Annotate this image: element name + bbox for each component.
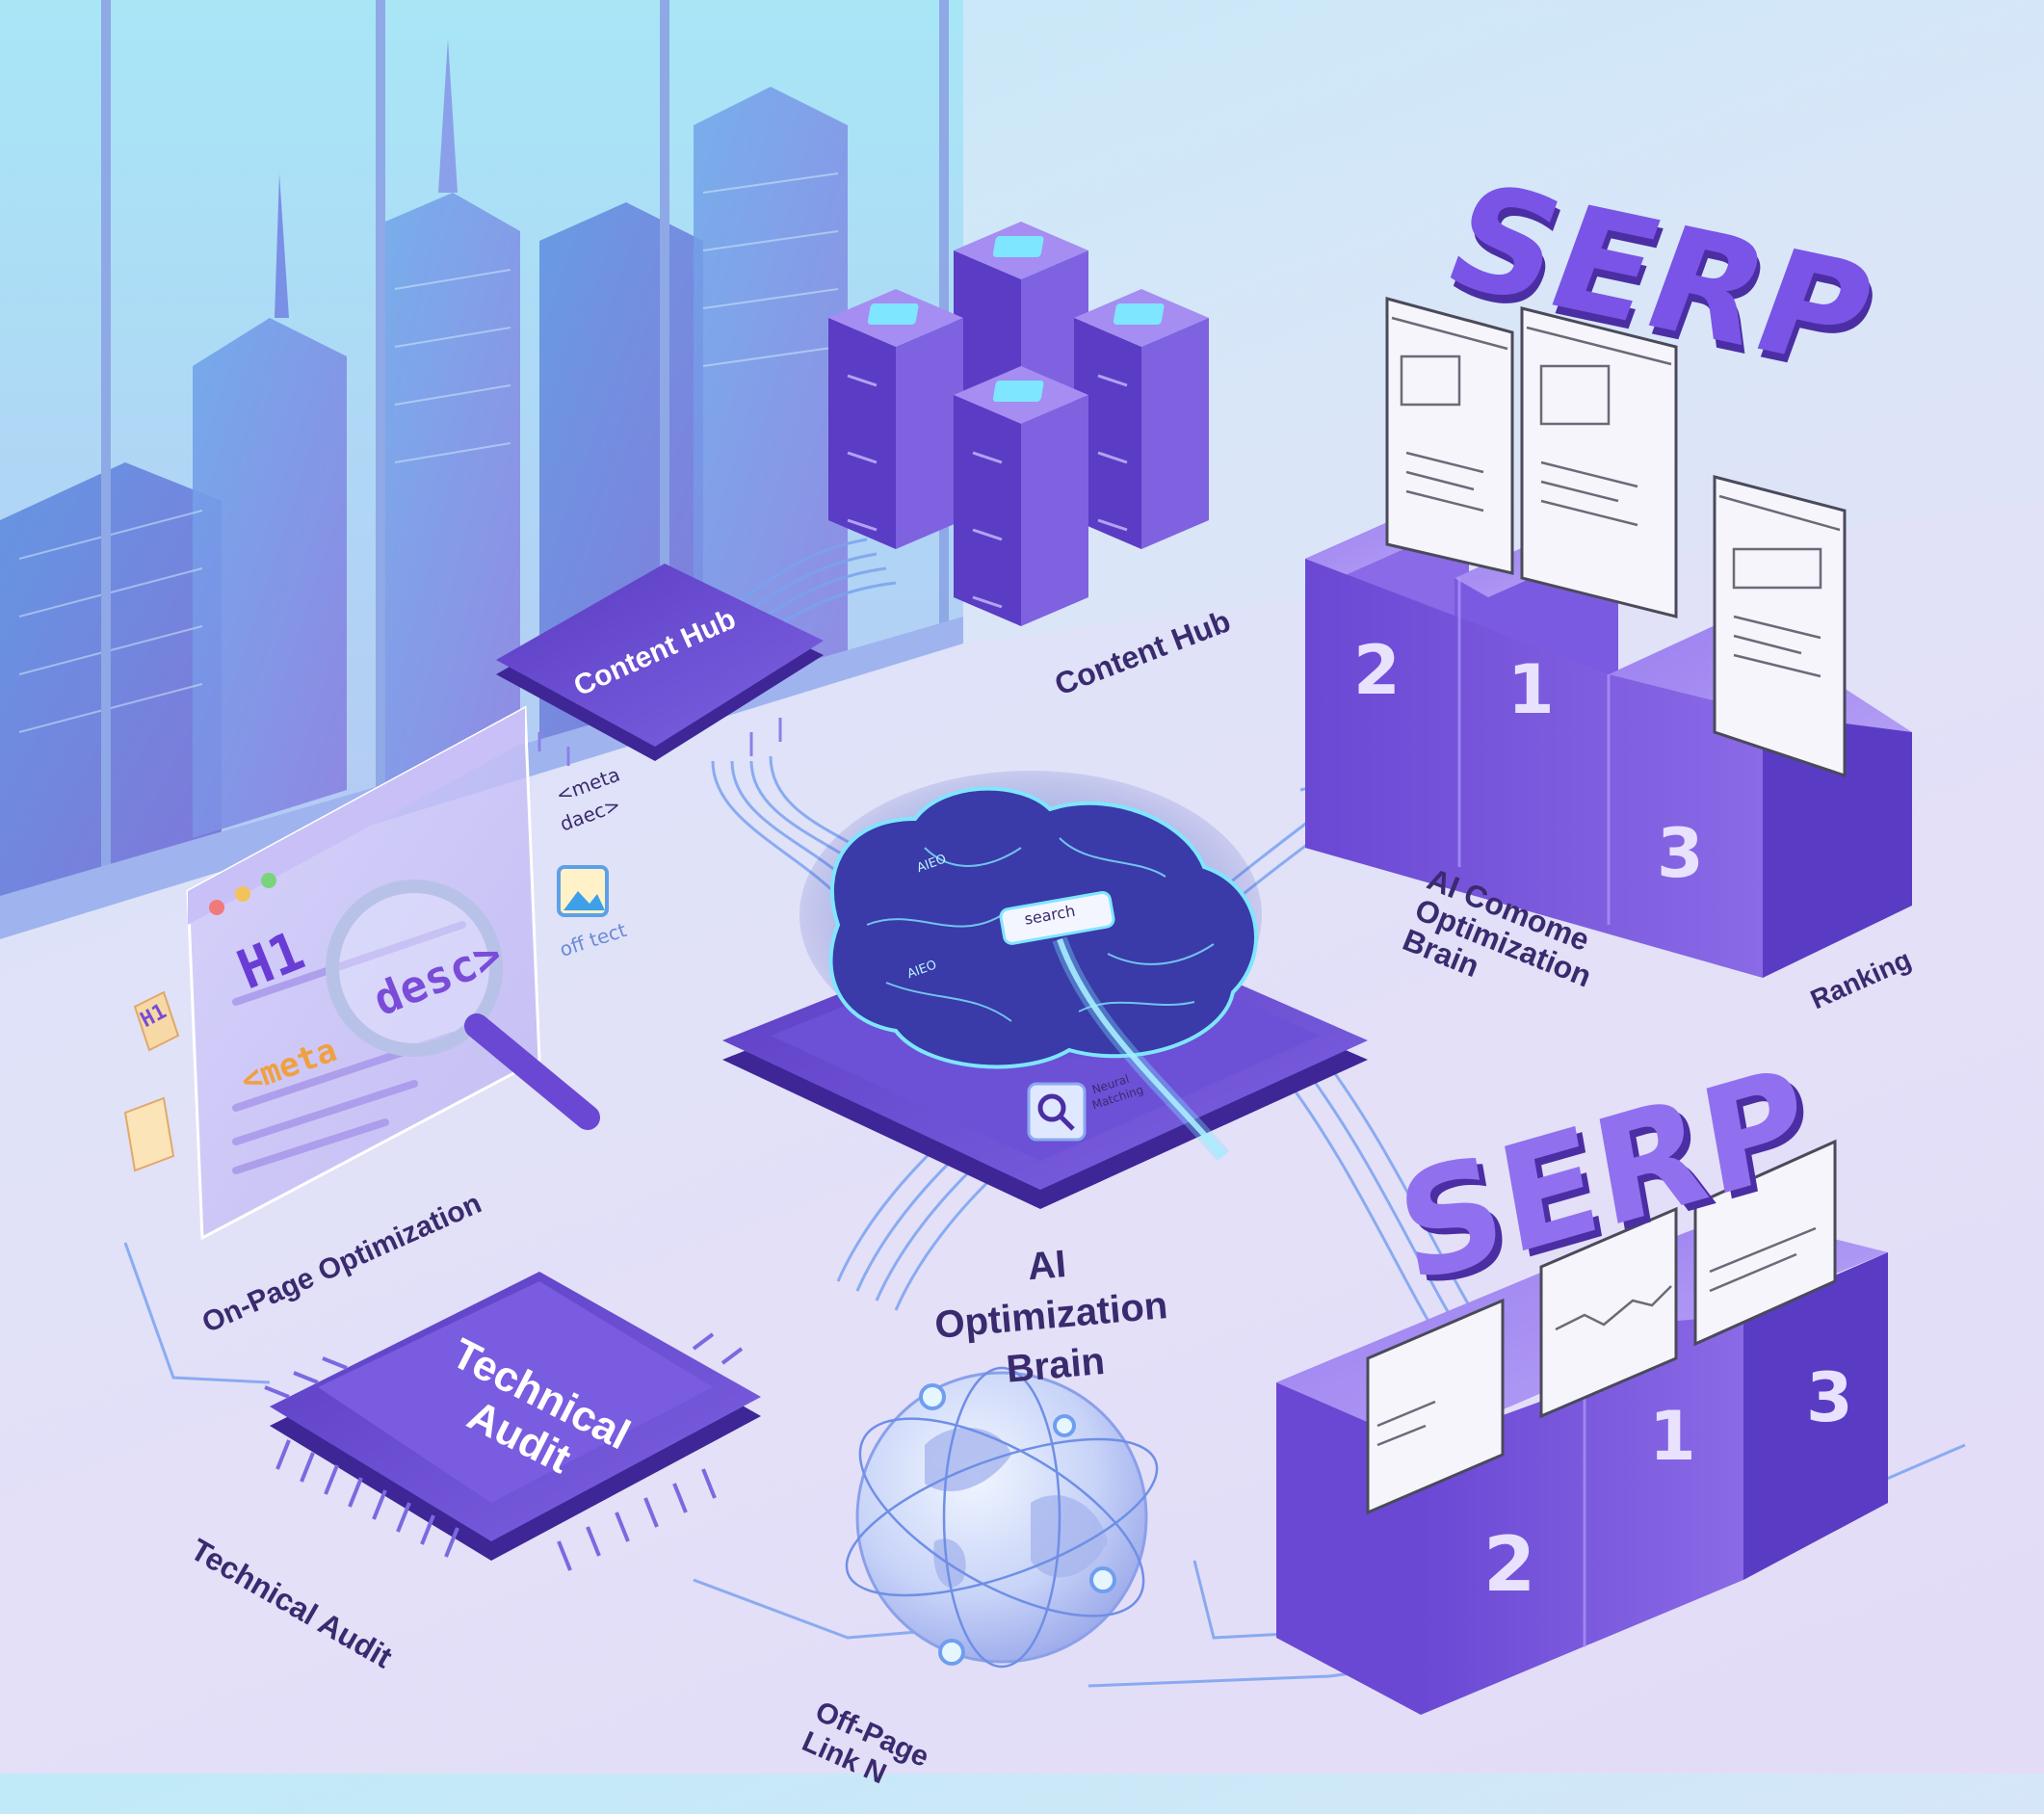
technical-audit-chip: [264, 1272, 761, 1571]
content-hub-chip: [496, 564, 824, 766]
ai-brain-platform: [722, 771, 1368, 1209]
serp-page-cards: [1366, 297, 1847, 1515]
off-page-globe: [845, 1366, 1159, 1669]
illustration-canvas: [0, 0, 2044, 1774]
on-page-panel: [123, 705, 609, 1241]
serp-card-sketches: [1376, 316, 1841, 1447]
podium-bottom-rank-2: 2: [1483, 1522, 1536, 1609]
ai-brain-caption: AI Optimization Brain: [932, 1243, 1169, 1391]
podium-top-rank-2: 2: [1353, 631, 1401, 710]
server-rack: [828, 222, 1209, 626]
podium-top-rank-3: 3: [1657, 814, 1704, 893]
podium-bottom-rank-3: 3: [1806, 1358, 1853, 1437]
podium-bottom: [1276, 1214, 1888, 1715]
podium-bottom-rank-1: 1: [1649, 1397, 1696, 1476]
podium-top-rank-1: 1: [1507, 650, 1555, 729]
